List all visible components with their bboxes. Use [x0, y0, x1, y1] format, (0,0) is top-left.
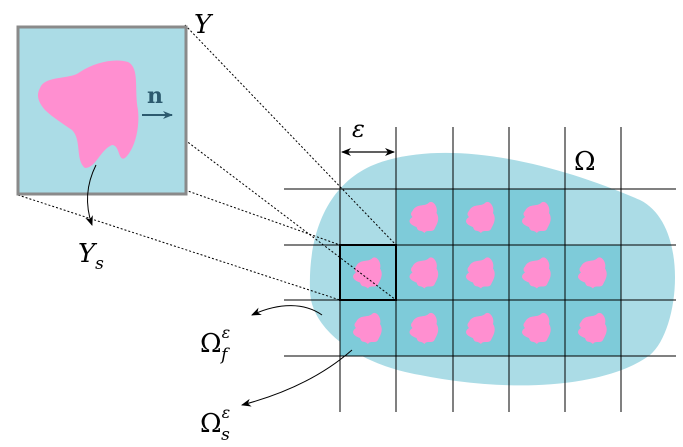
epsilon-label: ε: [352, 115, 365, 143]
solid-domain-arrow: [241, 349, 353, 407]
inset-solid-inclusion: [37, 60, 139, 168]
fluid-domain-label-sub: f: [219, 345, 230, 365]
solid-cell-label-main: Y: [78, 239, 98, 269]
domain-label: Ω: [574, 147, 596, 177]
fluid-domain-label-sup: ε: [222, 323, 231, 342]
fluid-domain-arrow: [251, 305, 323, 316]
solid-domain-label-main: Ω: [200, 409, 222, 439]
fluid-domain-label-main: Ω: [200, 329, 222, 359]
ys-pointer-arrow: [85, 164, 97, 226]
solid-cell-label: Ys: [78, 239, 104, 274]
highlighted-cell: [339, 244, 397, 301]
solid-domain-label-sup: ε: [222, 403, 231, 422]
zoom-lines: [17, 24, 397, 301]
solid-domain-label-sub: s: [221, 425, 230, 445]
filled-cells: [340, 189, 621, 356]
normal-label: n: [147, 83, 163, 109]
cell-label-y: Y: [194, 10, 214, 40]
solid-cell-label-sub: s: [95, 254, 104, 274]
